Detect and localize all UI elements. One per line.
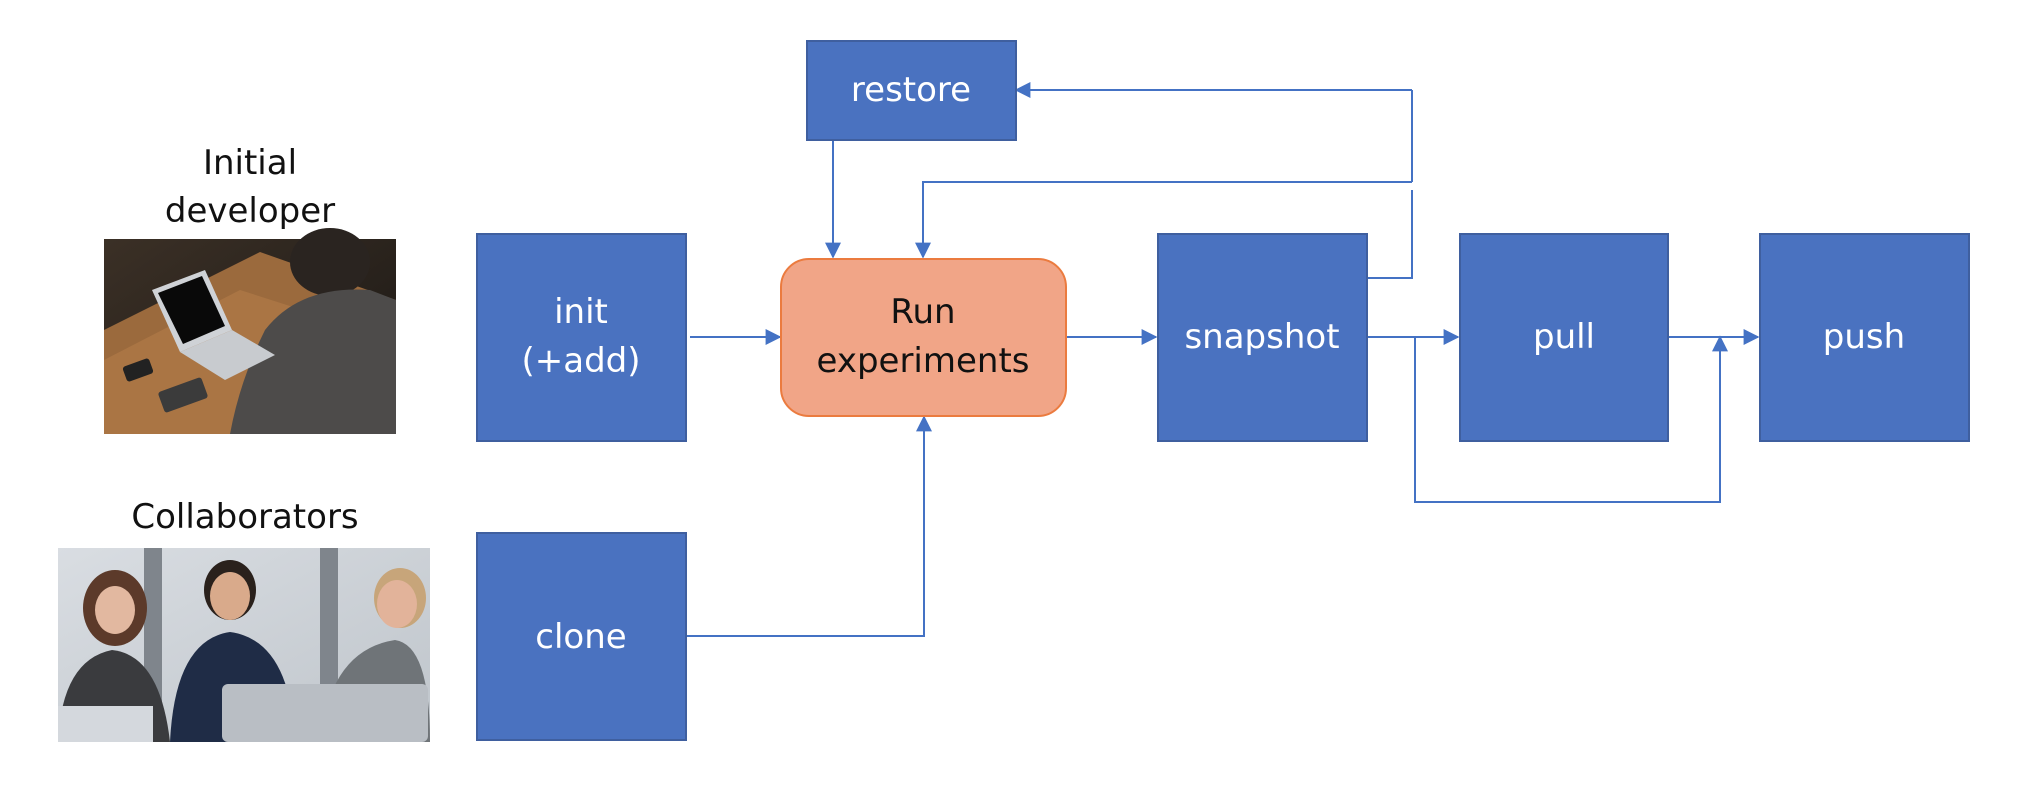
init-label-line1: init [554, 292, 608, 332]
init-label-line2: (+add) [521, 341, 640, 381]
snapshot-node: snapshot [1157, 233, 1368, 442]
snapshot-loop-connector [1367, 190, 1413, 279]
push-label: push [1823, 317, 1905, 357]
run-experiments-label-line1: Run [890, 292, 955, 332]
collaborators-label: Collaborators [131, 497, 358, 537]
initial-developer-label-line2: developer [165, 191, 335, 231]
clone-to-run-arrow [686, 415, 932, 637]
run-experiments-node: Run experiments [780, 258, 1067, 417]
initial-developer-photo [104, 228, 396, 434]
run-experiments-label-line2: experiments [817, 341, 1030, 381]
restore-label: restore [851, 70, 971, 110]
clone-label: clone [535, 617, 626, 657]
restore-node: restore [806, 40, 1017, 141]
init-node: init (+add) [476, 233, 687, 442]
initial-developer-label-line1: Initial [203, 143, 297, 183]
clone-node: clone [476, 532, 687, 741]
push-node: push [1759, 233, 1970, 442]
pull-node: pull [1459, 233, 1669, 442]
snapshot-bypass-to-push-arrow [1414, 335, 1728, 503]
pull-label: pull [1533, 317, 1595, 357]
snapshot-label: snapshot [1184, 317, 1339, 357]
snapshot-to-run-arrow [915, 181, 1412, 259]
collaborators-photo [58, 548, 430, 742]
